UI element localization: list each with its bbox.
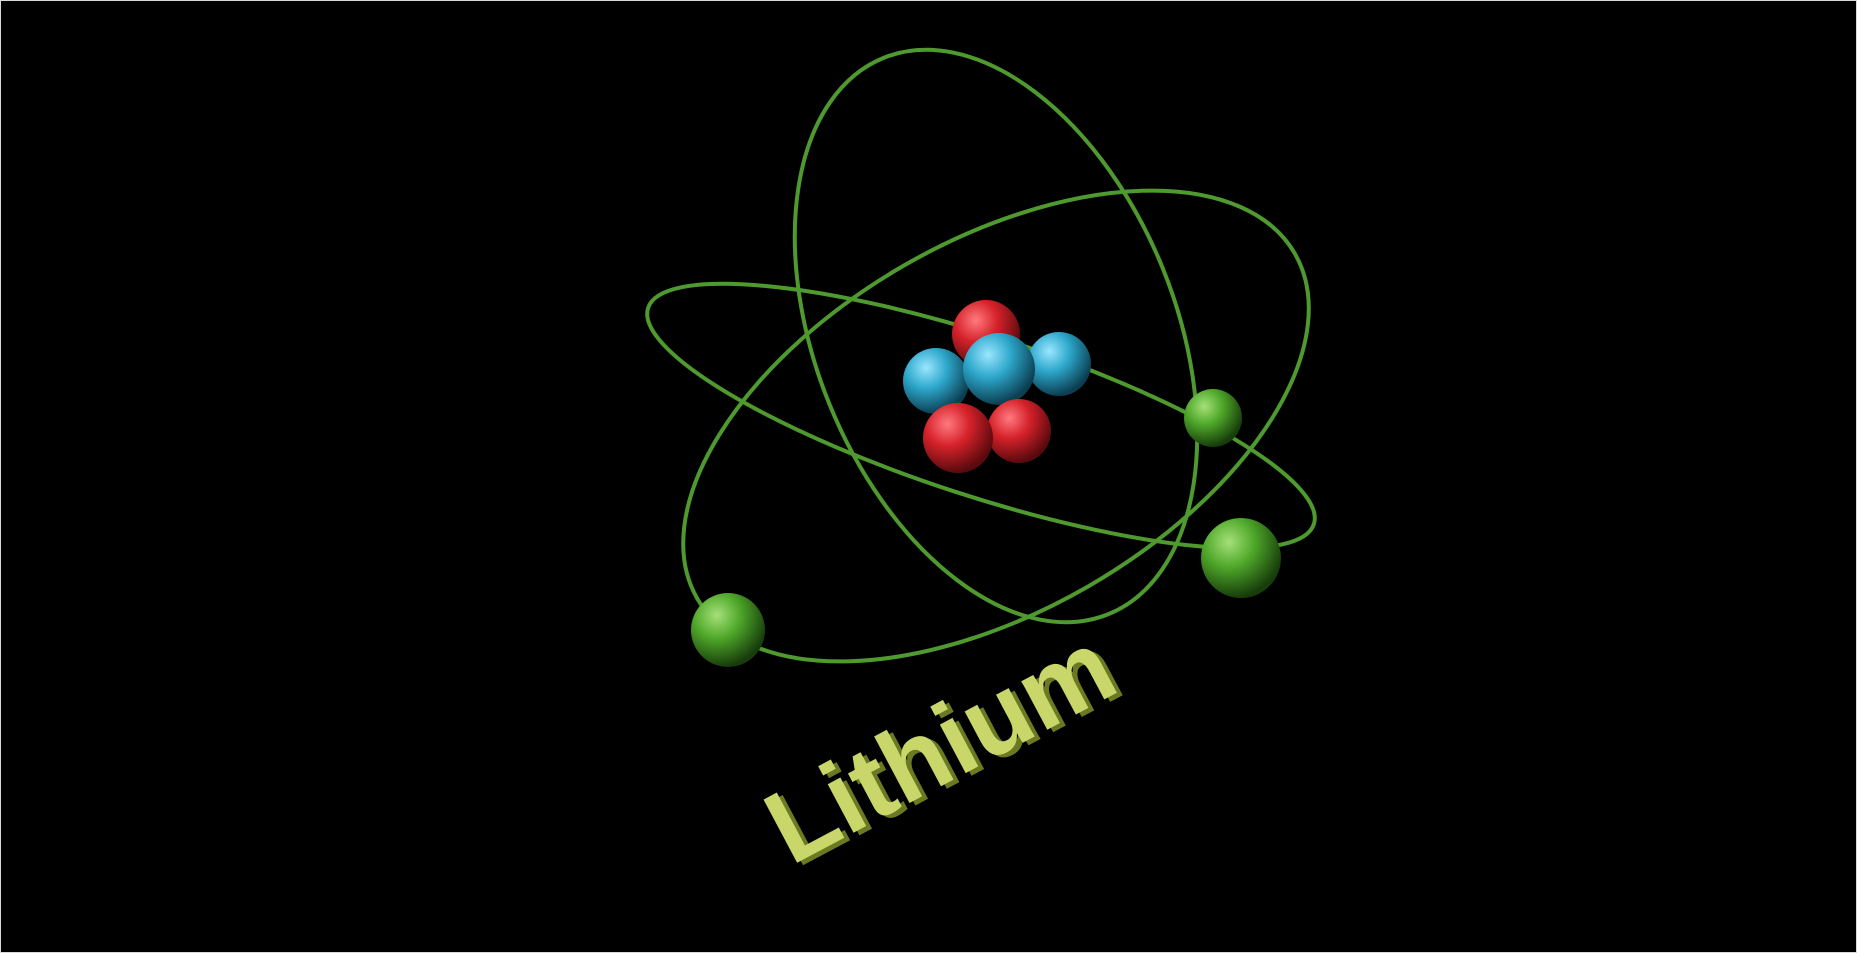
electron [691,593,765,667]
orbit-tilted [681,188,1311,664]
orbit-vertical [792,47,1200,625]
neutron [1027,332,1091,396]
neutron [963,333,1035,405]
neutron [903,348,969,414]
electron [1184,389,1242,447]
nucleus [903,300,1091,473]
electrons [691,389,1281,667]
electron [1201,518,1281,598]
orbits [645,47,1317,664]
proton [923,403,993,473]
proton [987,399,1051,463]
